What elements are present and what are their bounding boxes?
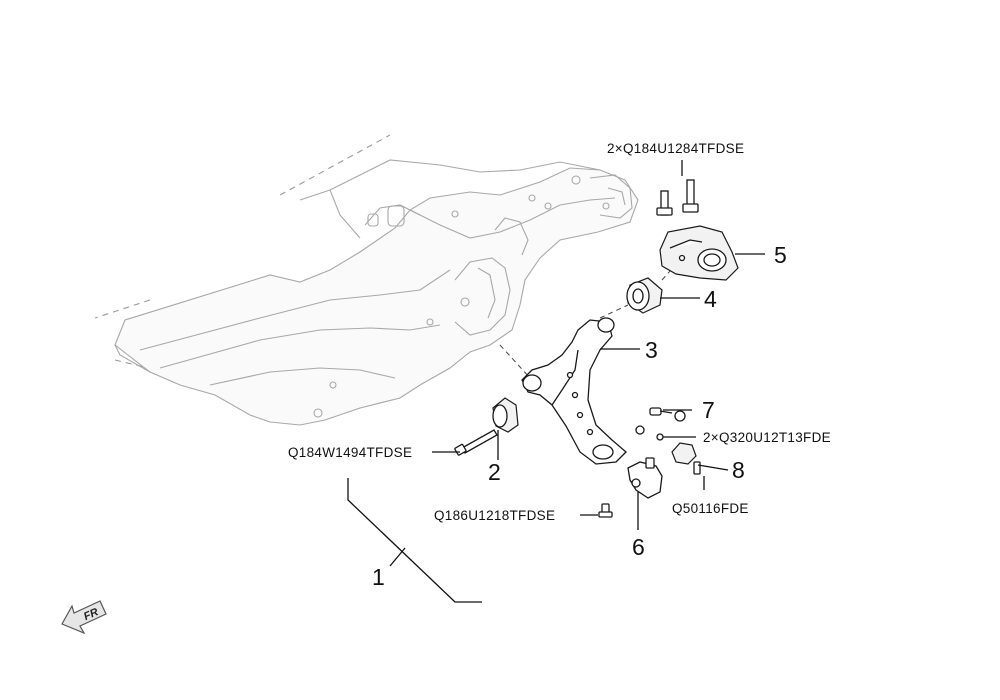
bracket-part-5 (659, 225, 739, 281)
front-subframe (94, 134, 639, 426)
code-top-bolts: 2×Q184U1284TFDSE (607, 141, 744, 156)
part-number-8: 8 (732, 457, 745, 483)
code-small-bolt: Q186U1218TFDSE (434, 508, 555, 523)
top-bolts (656, 179, 699, 216)
part-number-4: 4 (704, 286, 717, 312)
part-number-7: 7 (702, 397, 715, 423)
part-number-2: 2 (488, 459, 501, 485)
knuckle-part-8 (671, 442, 701, 475)
code-nuts-7: 2×Q320U12T13FDE (703, 430, 831, 445)
part-number-6: 6 (632, 534, 645, 560)
lower-control-arm-part-3 (521, 317, 627, 465)
part-number-5: 5 (774, 242, 787, 268)
small-bolt (598, 503, 613, 518)
part-number-1: 1 (372, 564, 385, 590)
code-long-bolt: Q184W1494TFDSE (288, 445, 412, 460)
part-number-3: 3 (645, 337, 658, 363)
bushing-part-2 (492, 397, 519, 433)
long-bolt (454, 429, 498, 456)
code-nut-8: Q50116FDE (672, 501, 749, 516)
front-direction-arrow-icon: FR (61, 600, 107, 635)
ball-joint-part-6 (627, 457, 663, 499)
fr-label: FR (82, 606, 100, 623)
nuts-part-7 (635, 407, 686, 441)
bushing-part-4 (626, 277, 663, 314)
